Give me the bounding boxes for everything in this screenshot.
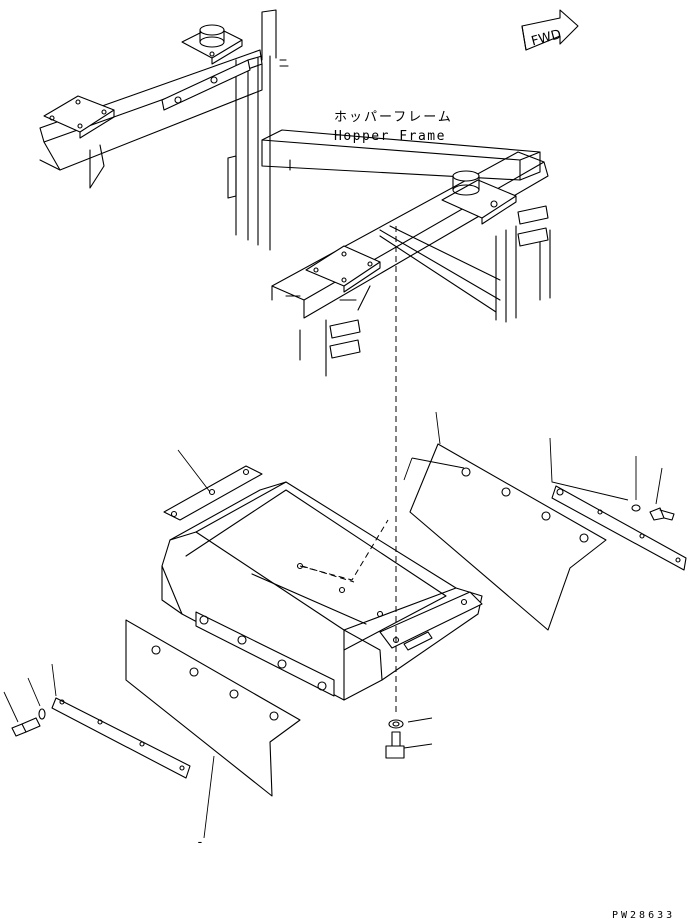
drawing-code: PW28633 — [612, 910, 675, 921]
hopper-tray — [161, 465, 483, 701]
leader-lines — [3, 226, 663, 839]
left-skirt-plate — [51, 619, 301, 797]
hopper-frame-label-jp: ホッパーフレーム — [334, 110, 453, 125]
reference-mark: - — [196, 835, 205, 850]
hopper-frame — [39, 9, 551, 377]
right-skirt-plate — [409, 443, 687, 631]
hopper-frame-label-en: Hopper Frame — [334, 129, 446, 144]
fasteners — [11, 504, 675, 759]
fwd-arrow-icon: FWD — [521, 9, 579, 51]
